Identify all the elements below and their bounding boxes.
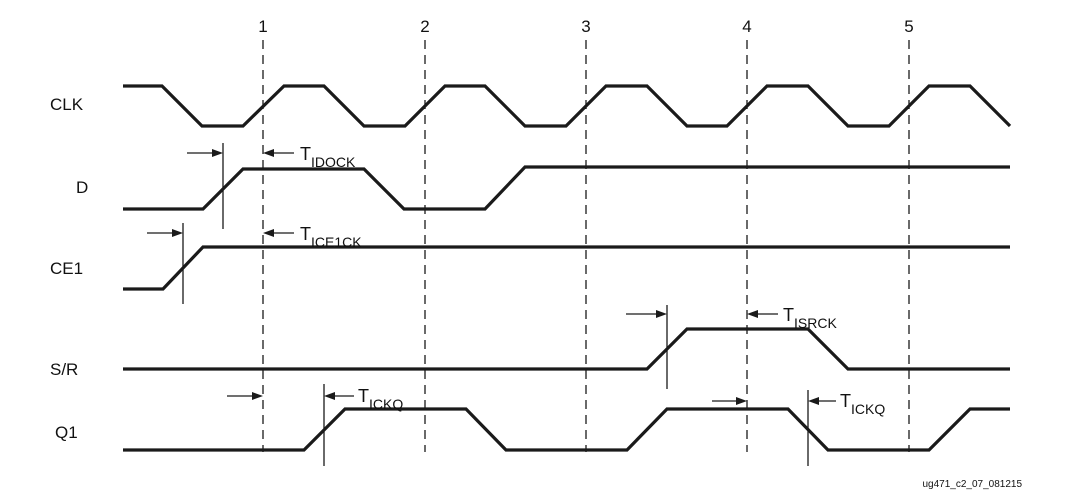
- d-waveform: [123, 165, 1010, 211]
- signal-label-clk: CLK: [50, 95, 84, 114]
- signal-label-d: D: [76, 178, 88, 197]
- tidock-ref-arrowhead: [263, 149, 274, 157]
- tickq-2-label: TICKQ: [840, 391, 885, 417]
- tisrck-setup-arrowhead: [656, 310, 667, 318]
- tice1ck-ref-arrowhead: [263, 229, 274, 237]
- signal-label-sr: S/R: [50, 360, 78, 379]
- edge-label-2: 2: [420, 17, 429, 36]
- edge-label-4: 4: [742, 17, 751, 36]
- q1-waveform: [123, 407, 1010, 452]
- tickq-1-label: TICKQ: [358, 386, 403, 412]
- tickq-1-arrowhead: [252, 392, 263, 400]
- signal-label-q1: Q1: [55, 423, 78, 442]
- clk-waveform: [123, 84, 1012, 128]
- tidock-label: TIDOCK: [300, 144, 356, 170]
- tice1ck-setup-arrowhead: [172, 229, 183, 237]
- sr-waveform: [123, 327, 1010, 371]
- ce1-waveform: [123, 245, 1010, 291]
- signal-label-ce1: CE1: [50, 259, 83, 278]
- tidock-setup-arrowhead: [212, 149, 223, 157]
- tisrck-ref-arrowhead: [747, 310, 758, 318]
- tickq-2-arrowhead: [736, 397, 747, 405]
- tisrck-label: TISRCK: [783, 305, 837, 331]
- tickq-2-ref-arrowhead: [808, 397, 819, 405]
- edge-label-3: 3: [581, 17, 590, 36]
- tickq-1-ref-arrowhead: [324, 392, 335, 400]
- tice1ck-label: TICE1CK: [300, 224, 362, 250]
- figure-id: ug471_c2_07_081215: [922, 479, 1022, 490]
- edge-label-5: 5: [904, 17, 913, 36]
- edge-label-1: 1: [258, 17, 267, 36]
